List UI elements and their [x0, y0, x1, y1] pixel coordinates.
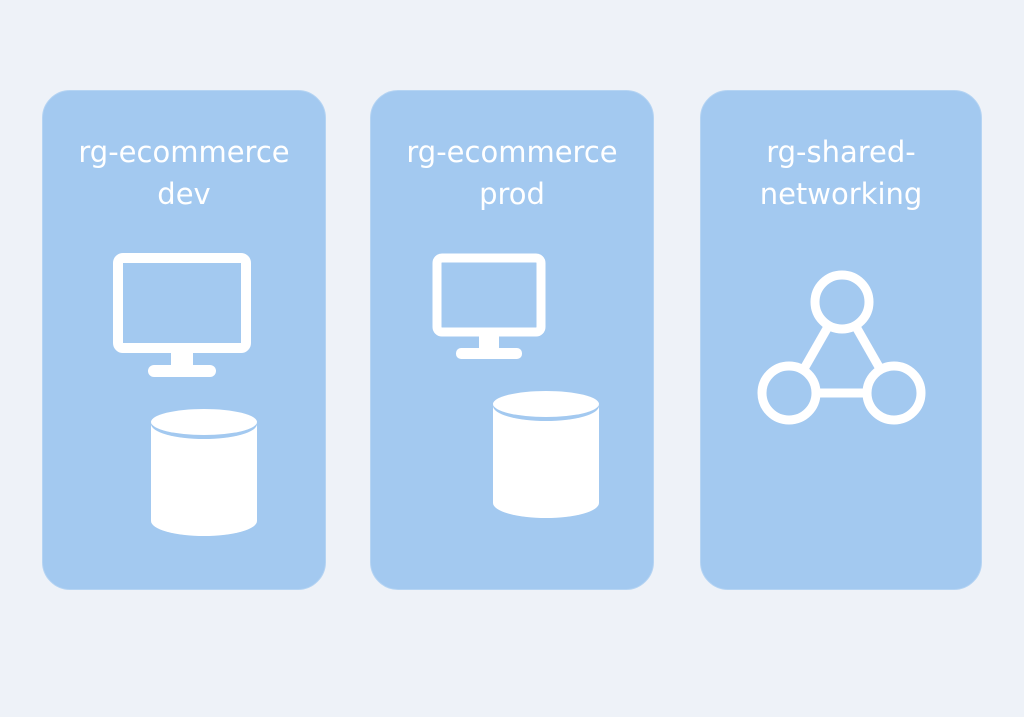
monitor-icon — [113, 253, 251, 377]
title-line: prod — [479, 177, 545, 211]
title-line: rg-ecommerce — [406, 135, 618, 169]
database-icon — [493, 391, 599, 518]
title-line: rg-ecommerce — [78, 135, 290, 169]
title-line: networking — [759, 177, 923, 211]
card-title: rg-ecommerce prod — [371, 131, 653, 215]
card-title: rg-ecommerce dev — [43, 131, 325, 215]
resource-group-card-dev: rg-ecommerce dev — [42, 90, 326, 590]
card-title: rg-shared- networking — [701, 131, 981, 215]
resource-group-card-prod: rg-ecommerce prod — [370, 90, 654, 590]
resource-group-card-networking: rg-shared- networking — [700, 90, 982, 590]
monitor-icon — [432, 253, 546, 359]
title-line: rg-shared- — [766, 135, 916, 169]
network-icon — [757, 270, 926, 425]
title-line: dev — [157, 177, 211, 211]
database-icon — [151, 409, 257, 536]
